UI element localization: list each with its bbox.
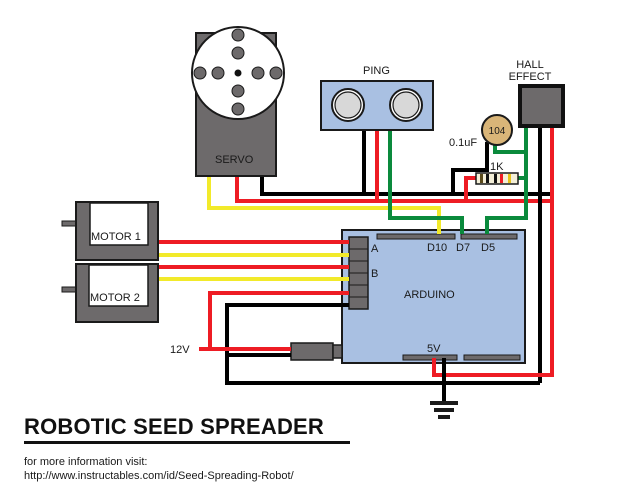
arduino-label: ARDUINO [404, 289, 455, 301]
wire-red-12v-shield [208, 291, 349, 349]
motor-2: MOTOR 2 [61, 263, 159, 323]
hall-label-2: EFFECT [509, 71, 552, 83]
pin-label-d10: D10 [427, 242, 447, 254]
digital-header-right [460, 233, 518, 240]
wire-black-ground-bus [225, 303, 540, 385]
info-text: for more information visit: http://www.i… [24, 455, 294, 483]
capacitor-code: 104 [489, 126, 506, 137]
resistor-value: 1K [490, 161, 504, 173]
title-underline [24, 441, 350, 444]
motor-1: MOTOR 1 [61, 201, 159, 261]
wire-yellow-servo-signal [207, 176, 441, 234]
analog-header [463, 354, 521, 361]
power-label-12v: 12V [170, 344, 190, 356]
ground-icon [430, 401, 458, 419]
info-url[interactable]: http://www.instructables.com/id/Seed-Spr… [24, 470, 294, 482]
wires [158, 125, 554, 402]
wire-black-cap-gnd [451, 142, 489, 194]
digital-header-left [376, 233, 456, 240]
arduino-board: A B D10 D7 D5 ARDUINO 5V [341, 229, 526, 364]
ping-sensor: PING [320, 65, 434, 131]
info-line: for more information visit: [24, 456, 148, 468]
motor2-label: MOTOR 2 [90, 292, 140, 304]
servo-label: SERVO [215, 154, 254, 166]
pin-label-a: A [371, 243, 379, 255]
pin-label-d5: D5 [481, 242, 495, 254]
power-header [402, 354, 458, 361]
dc-power-jack [290, 342, 343, 361]
servo-motor: SERVO [191, 26, 285, 177]
capacitor: 104 0.1uF [449, 114, 513, 149]
wire-black-servo-gnd [260, 176, 552, 196]
wire-green-ping-signal [388, 131, 464, 234]
motor-shield-terminal [348, 236, 369, 310]
wire-green-hall-signal [485, 125, 528, 234]
motor1-label: MOTOR 1 [91, 231, 141, 243]
pin-label-5v: 5V [427, 343, 441, 355]
wire-red-servo-vcc [235, 176, 552, 203]
wire-red-resistor [464, 176, 476, 201]
pin-label-b: B [371, 268, 378, 280]
wire-red-hall-vcc [432, 125, 554, 377]
ping-label: PING [363, 65, 390, 77]
resistor: 1K [475, 161, 519, 185]
diagram-title: ROBOTIC SEED SPREADER [24, 414, 325, 439]
pin-label-d7: D7 [456, 242, 470, 254]
hall-effect-sensor: HALL EFFECT [509, 59, 565, 128]
capacitor-value: 0.1uF [449, 137, 477, 149]
hall-label-1: HALL [516, 59, 544, 71]
